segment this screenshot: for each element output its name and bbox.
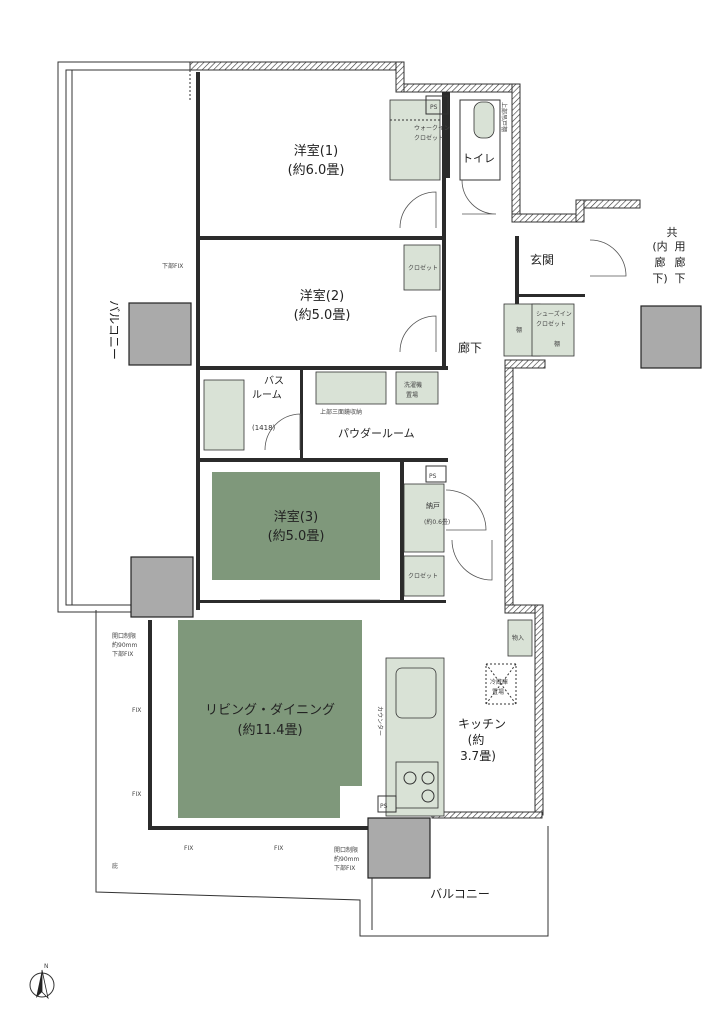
room-entrance: 玄関 [530, 252, 554, 267]
room-western2-size: (約5.0畳) [294, 308, 351, 323]
ps-box-1 [425, 95, 449, 115]
toilet-room [459, 99, 501, 181]
outer-walls [189, 61, 641, 819]
window-note2-2: 約90mm [334, 855, 359, 863]
ps-label-2: PS [429, 473, 437, 480]
room-hallway: 廊下 [458, 340, 482, 355]
monoire-label: 物入 [512, 634, 524, 642]
shared-hallway-note-2: 下) [652, 272, 667, 285]
shared-hallway-0: 共 [667, 226, 678, 239]
fridge-label-1: 冷蔵庫 [490, 678, 508, 686]
walkin-label-1: ウォークイン [414, 124, 450, 132]
column-w [130, 556, 194, 618]
toilet-bowl [473, 101, 495, 139]
shared-hallway-note-0: (内 [652, 239, 667, 253]
shared-hallway-3: 下 [675, 272, 686, 285]
shoes-closet-right [531, 303, 575, 357]
stove [395, 761, 439, 809]
fridge-space [485, 663, 517, 705]
room-bath-name1: バス [264, 375, 284, 387]
interior-walls [148, 72, 585, 830]
room-kitchen-size2: 3.7畳) [460, 749, 496, 763]
vanity [315, 371, 387, 405]
ps-box-3 [377, 795, 397, 813]
window-note2-1: 開口制限 [334, 846, 358, 854]
window-note2-3: 下部FIX [334, 864, 355, 872]
closet3-label: クロゼット [408, 572, 438, 580]
north-label: N [44, 963, 49, 970]
balcony-south-label: バルコニー [430, 887, 490, 901]
south-balcony-outline [95, 610, 549, 937]
room-western2-name: 洋室(2) [300, 288, 344, 304]
room-kitchen-size1: (約 [468, 732, 485, 747]
fix-label-1: FIX [132, 707, 141, 714]
window-note1-2: 約90mm [112, 641, 137, 649]
window-note1-3: 下部FIX [112, 650, 133, 658]
room-living-fill [178, 620, 362, 818]
ps-label-3: PS [380, 803, 388, 810]
counter-label: カウンター [376, 706, 384, 736]
column-nw [128, 302, 192, 366]
room-living-size: (約11.4畳) [237, 723, 302, 738]
fix-lower-label: 下部FIX [162, 262, 183, 270]
room-toilet: トイレ [462, 152, 495, 165]
shelf-label-1: 棚 [516, 326, 522, 334]
shoes-closet-label-2: クロゼット [536, 320, 566, 328]
shared-hallway-2: 廊 [675, 255, 686, 269]
nando-size-label: (約0.6畳) [424, 518, 450, 526]
door-swings [260, 179, 627, 601]
room-western3-fill [212, 472, 380, 580]
room-western1-name: 洋室(1) [294, 143, 338, 159]
ps-label-1: PS [430, 104, 438, 111]
shared-hallway-note-1: 廊 [655, 255, 666, 269]
room-living-name: リビング・ダイニング [205, 703, 335, 718]
walkin-label-2: クロゼット [414, 134, 444, 142]
monoire [507, 619, 533, 657]
room-bath-size: (1418) [252, 424, 276, 432]
sink [395, 667, 437, 719]
column-e [640, 305, 702, 369]
upper-shelf-toilet-label: 上部吊戸棚 [500, 102, 508, 132]
nando [403, 483, 445, 553]
fix-label-3: FIX [184, 845, 193, 852]
fridge-label-2: 置場 [492, 688, 504, 696]
room-western3-size: (約5.0畳) [268, 529, 325, 544]
upper-shelf-label: 上部三面鏡収納 [320, 408, 362, 416]
nando-label: 納戸 [426, 501, 440, 510]
shared-hallway-1: 用 [675, 240, 686, 253]
shelf-label-2: 棚 [554, 340, 560, 348]
north-arrow-icon: N [29, 963, 55, 1000]
window-note1-1: 開口制限 [112, 632, 136, 640]
fix-label-4: FIX [274, 845, 283, 852]
ps-box-2 [425, 465, 447, 483]
balcony-west-label: バルコニー [107, 300, 121, 360]
walkin-closet [389, 99, 441, 181]
closet-2 [403, 244, 441, 291]
column-s [367, 817, 431, 879]
washer-label-1: 洗濯機 [404, 381, 422, 389]
closet2-label: クロゼット [408, 264, 438, 272]
shoes-closet-label-1: シューズイン [536, 310, 572, 318]
bathtub [203, 379, 245, 451]
room-kitchen-name: キッチン [458, 717, 506, 731]
fix-label-2: FIX [132, 791, 141, 798]
washer-label-2: 置場 [406, 391, 418, 399]
room-western3-name: 洋室(3) [274, 509, 318, 525]
room-western1-size: (約6.0畳) [288, 163, 345, 178]
room-powder: パウダールーム [338, 426, 415, 440]
washer-space [395, 371, 439, 405]
garden-label: 庇 [112, 862, 118, 870]
room-bath-name2: ルーム [252, 389, 282, 401]
closet-3 [403, 555, 445, 597]
